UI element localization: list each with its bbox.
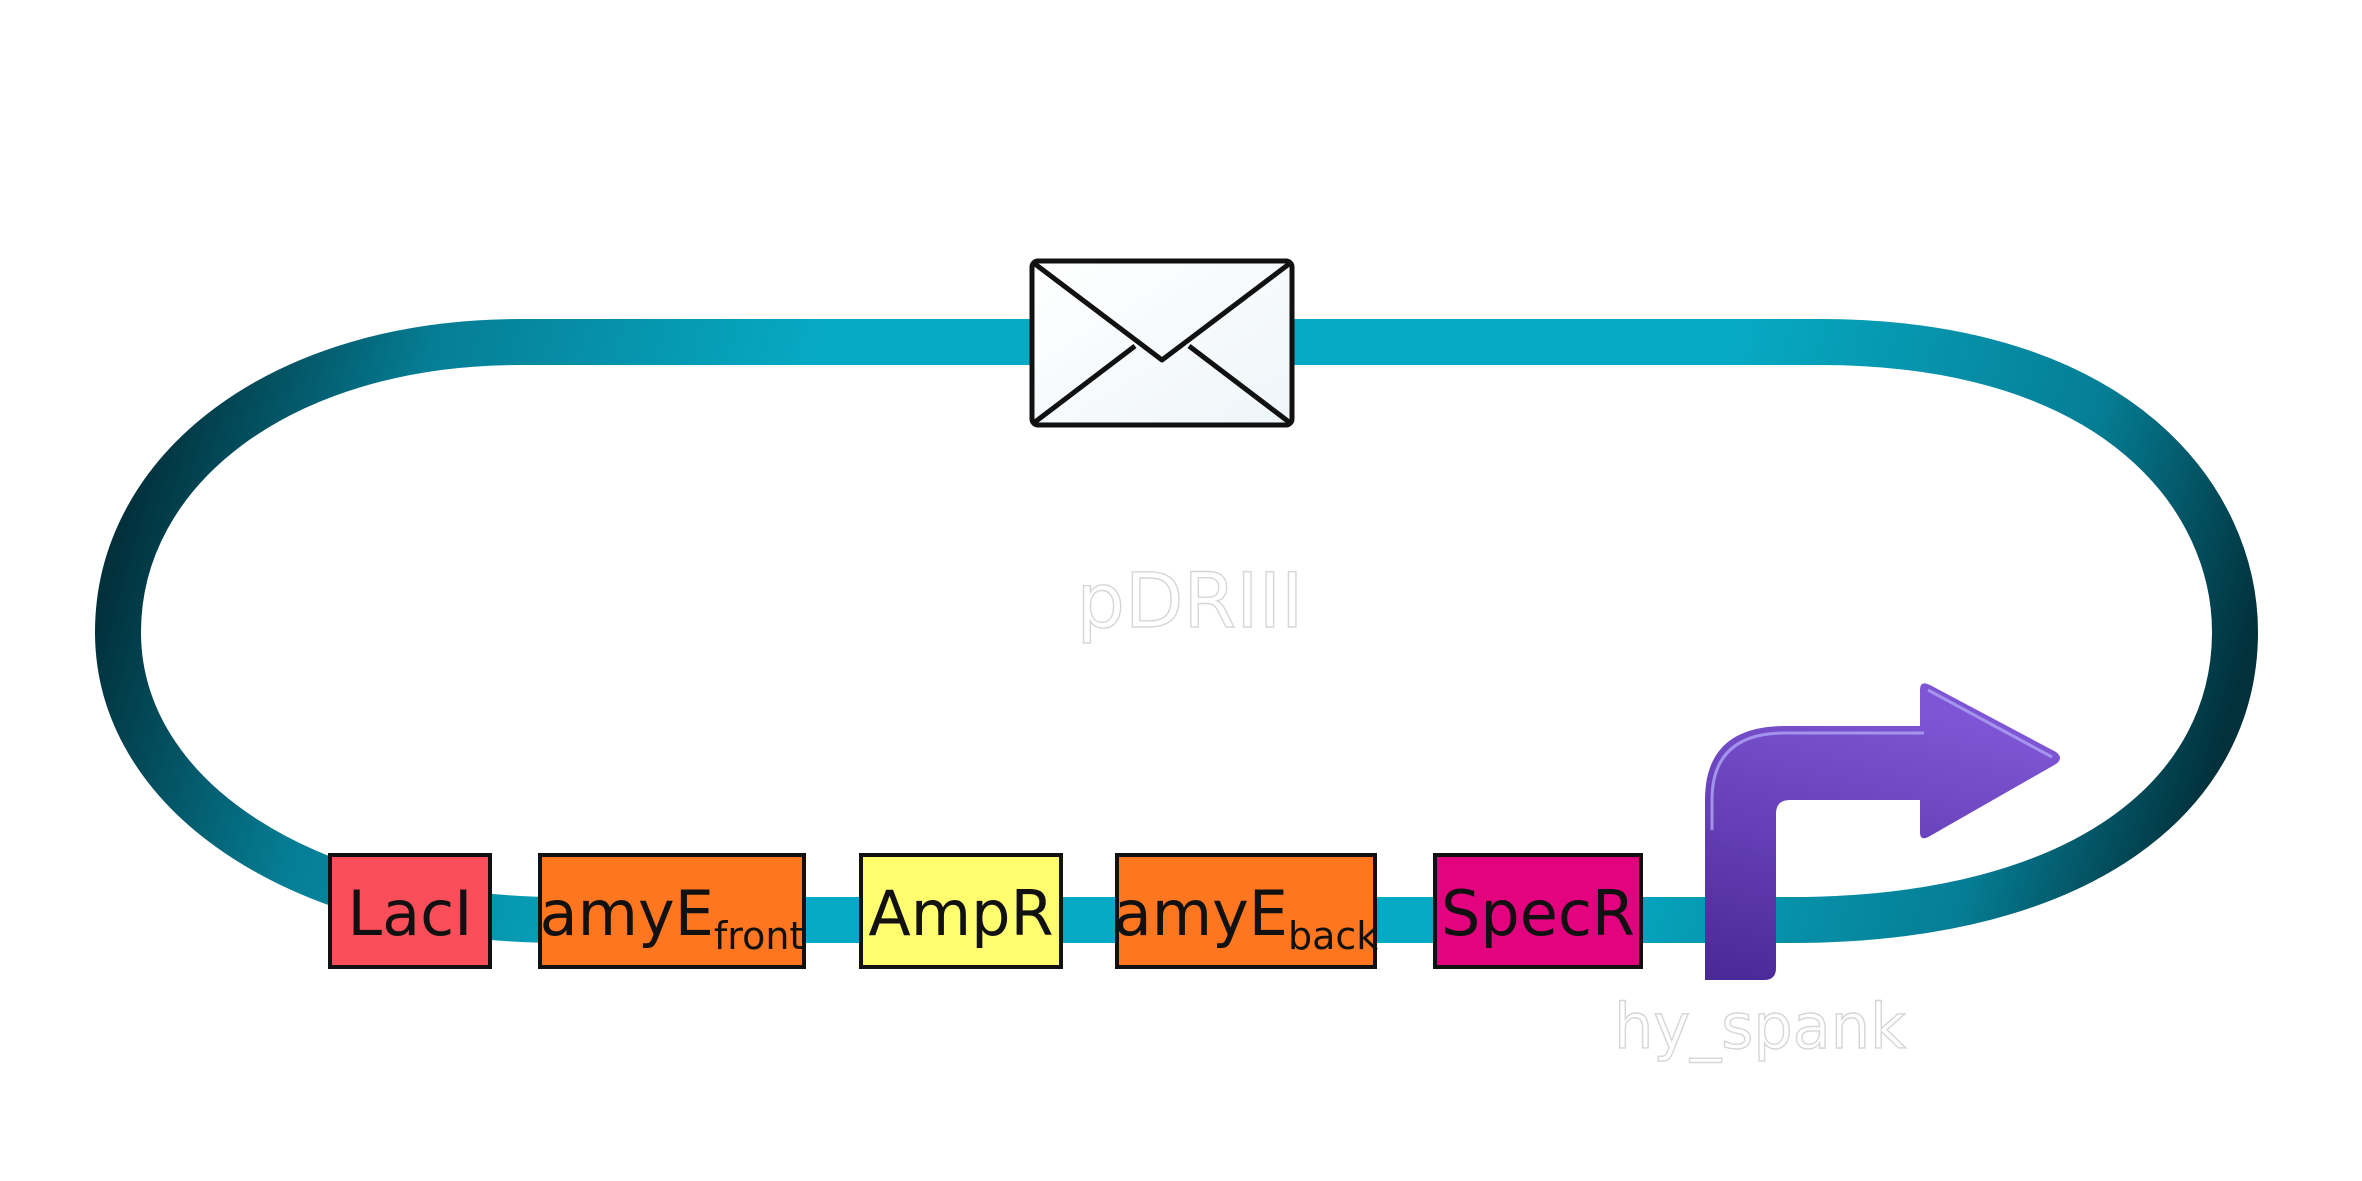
part-label: amyEback [1114, 877, 1379, 958]
part-label: amyEfront [540, 877, 805, 958]
part-box [1115, 853, 1377, 969]
promoter-label: hy_spank [1614, 990, 1906, 1063]
part-box [1433, 853, 1643, 969]
part-label: AmpR [868, 877, 1053, 950]
part-ampr: AmpR [859, 853, 1063, 969]
plasmid-backbone [95, 319, 2258, 943]
part-amye-back: amyEback [1114, 853, 1379, 969]
part-box [328, 853, 492, 969]
part-box [538, 853, 806, 969]
plasmid-name: pDRIII [1077, 556, 1304, 645]
part-box [859, 853, 1063, 969]
envelope-icon [1029, 258, 1295, 428]
part-laci: LacI [328, 853, 492, 969]
part-label: SpecR [1441, 877, 1635, 950]
part-amye-front: amyEfront [538, 853, 806, 969]
part-specr: SpecR [1433, 853, 1643, 969]
part-label: LacI [348, 877, 473, 950]
bent-arrow-promoter-icon [1705, 683, 2060, 980]
